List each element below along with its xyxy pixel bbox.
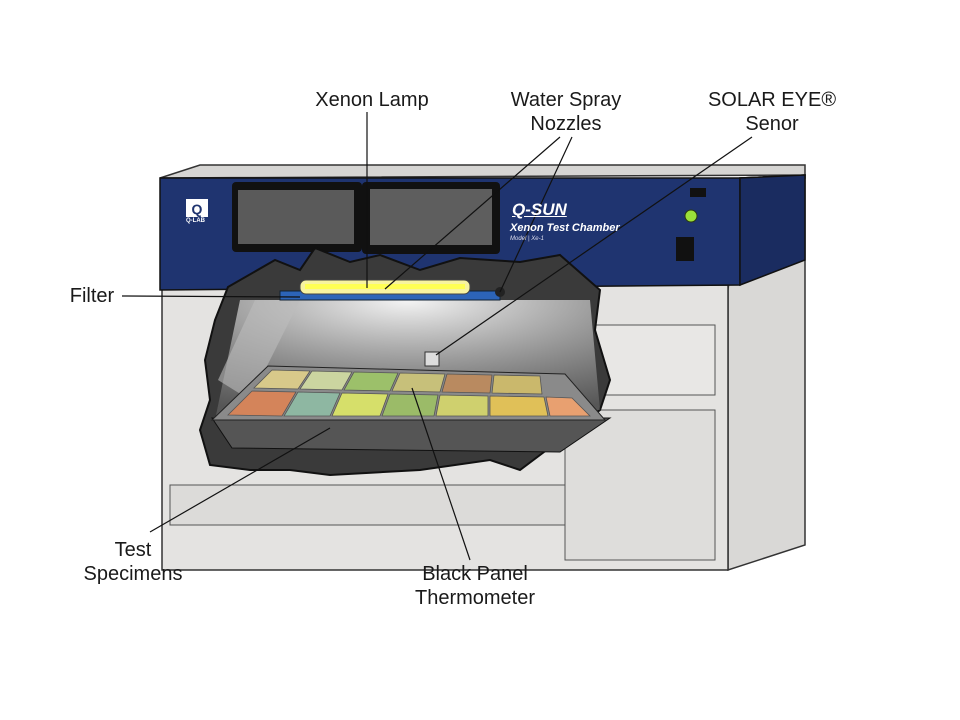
label-line: Black Panel bbox=[422, 563, 528, 585]
label-line: Nozzles bbox=[530, 113, 602, 135]
label-filter: Filter bbox=[69, 285, 115, 307]
brand-name: Q-SUN bbox=[512, 200, 567, 219]
label-solar-eye-sensor: SOLAR EYE® Senor bbox=[708, 88, 836, 136]
label-line: Senor bbox=[745, 113, 799, 135]
label-black-panel-thermometer: Black Panel Thermometer bbox=[415, 562, 535, 610]
leader-lines bbox=[121, 112, 753, 561]
label-line: Water Spray bbox=[510, 89, 622, 111]
logo-text: Q-LAB bbox=[186, 218, 205, 224]
solar-eye-sensor bbox=[424, 351, 440, 367]
label-line: SOLAR EYE® bbox=[707, 89, 837, 111]
label-line: Specimens bbox=[83, 563, 183, 585]
status-indicator bbox=[690, 188, 706, 197]
qlab-logo bbox=[186, 199, 208, 217]
label-line: Test bbox=[114, 539, 152, 561]
label-water-spray-nozzles: Water Spray Nozzles bbox=[511, 88, 621, 136]
label-xenon-lamp: Xenon Lamp bbox=[315, 89, 429, 111]
svg-text:Q: Q bbox=[192, 201, 203, 217]
power-led bbox=[684, 209, 698, 223]
model-number: Model | Xe-1 bbox=[510, 236, 544, 242]
power-switch[interactable] bbox=[676, 237, 694, 261]
label-test-specimens: Test Specimens bbox=[84, 538, 183, 586]
specimen-tray-base bbox=[211, 417, 612, 453]
product-name: Xenon Test Chamber bbox=[510, 222, 620, 234]
test-specimens bbox=[227, 369, 591, 417]
label-line: Thermometer bbox=[414, 587, 536, 609]
